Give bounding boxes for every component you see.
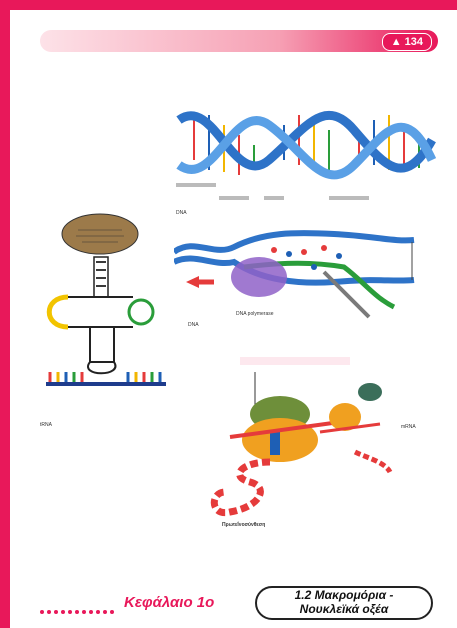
chapter-title: Κεφάλαιο 1ο	[124, 594, 214, 611]
left-border	[0, 0, 10, 628]
mrna-label: mRNA	[401, 424, 416, 430]
trna-figure	[38, 212, 168, 422]
dna-helix-label: DNA	[176, 210, 187, 216]
polymerase-label: DNA polymerase	[236, 311, 274, 317]
section-title-box: 1.2 Μακρομόρια - Νουκλεϊκά οξέα	[255, 586, 433, 620]
replication-label: DNA	[188, 322, 199, 328]
trna-label: tRNA	[40, 422, 52, 428]
protein-synthesis-label: Πρωτεΐνοσύνθεση	[222, 522, 265, 528]
footer-decoration	[40, 601, 117, 619]
section-title-line1: 1.2 Μακρομόρια -	[257, 588, 431, 602]
top-border	[0, 0, 457, 10]
dna-replication-figure	[174, 222, 436, 332]
dna-helix-figure	[174, 100, 436, 210]
page-number-badge: ▲ 134	[382, 33, 432, 51]
header-bar: ▲ 134	[40, 30, 438, 52]
translation-figure	[170, 352, 410, 522]
section-title-line2: Νουκλεϊκά οξέα	[257, 602, 431, 616]
